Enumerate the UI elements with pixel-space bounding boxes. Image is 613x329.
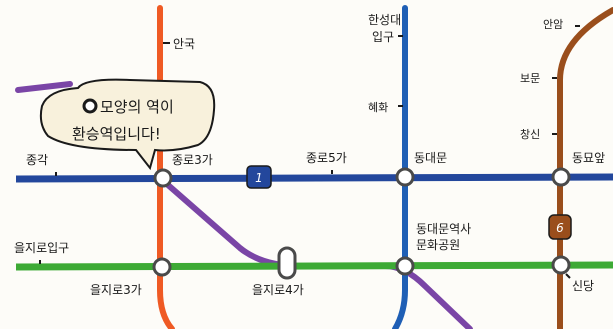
station-label-jongno3ga[interactable]: 종로3가: [172, 153, 213, 167]
line-1-badge-label: 1: [255, 171, 263, 185]
station-label-hansungdae-1[interactable]: 한성대: [368, 13, 401, 27]
station-ticks: [39, 25, 580, 279]
station-label-anguk[interactable]: 안국: [173, 37, 195, 51]
euljiro4ga-station-marker[interactable]: [277, 246, 297, 280]
station-label-euljiro4ga[interactable]: 을지로4가: [252, 283, 304, 297]
station-label-dongdaemun[interactable]: 동대문: [414, 151, 447, 165]
line-6-route[interactable]: [557, 7, 613, 329]
sindang-station-marker[interactable]: [551, 255, 571, 275]
station-ring-icon: [82, 98, 98, 114]
station-markers: [152, 167, 571, 280]
dongdaemun-station-marker[interactable]: [395, 167, 415, 187]
station-label-euljiro3ga[interactable]: 을지로3가: [90, 283, 142, 297]
station-label-anam[interactable]: 안암: [543, 18, 563, 31]
station-label-jonggak[interactable]: 종각: [26, 153, 48, 167]
station-label-hansungdae-2[interactable]: 입구: [372, 30, 394, 44]
route-lines: [15, 5, 613, 329]
bubble-text-line2: 환승역입니다!: [72, 125, 161, 143]
line-3-route[interactable]: [157, 5, 175, 329]
station-label-dongmyo[interactable]: 동묘앞: [572, 151, 605, 165]
line-1-badge[interactable]: 1: [246, 165, 272, 189]
station-labels: 안국 한성대 입구 혜화 안암 보문 창신 종각 종로3가 종로5가 동대문 동…: [14, 13, 605, 297]
station-label-euljiro-ipgu[interactable]: 을지로입구: [14, 241, 69, 255]
sindang-tick: [565, 273, 571, 279]
station-label-hyehwa[interactable]: 혜화: [368, 101, 388, 114]
euljiro3ga-station-marker[interactable]: [152, 257, 172, 277]
dongmyo-station-marker[interactable]: [551, 167, 571, 187]
line-5-route[interactable]: [157, 175, 473, 329]
station-label-changsin[interactable]: 창신: [520, 128, 540, 141]
line-6-badge[interactable]: 6: [548, 214, 572, 240]
line-5-route-west[interactable]: [15, 81, 73, 93]
bubble-text-line1: 모양의 역이: [100, 98, 174, 116]
line-2-route[interactable]: [15, 261, 613, 271]
jongno3ga-station-marker[interactable]: [153, 168, 173, 188]
station-label-bomun[interactable]: 보문: [520, 72, 540, 85]
station-label-ddp-2[interactable]: 문화공원: [416, 238, 460, 252]
station-label-sindang[interactable]: 신당: [572, 279, 594, 293]
line-1-route[interactable]: [15, 173, 613, 183]
speech-bubble: 모양의 역이 환승역입니다!: [39, 78, 216, 171]
station-label-ddp-1[interactable]: 동대문역사: [416, 222, 471, 236]
station-label-jongno5ga[interactable]: 종로5가: [306, 151, 347, 165]
ddp-station-marker[interactable]: [395, 256, 415, 276]
line-6-badge-label: 6: [556, 221, 564, 235]
line-4-route[interactable]: [392, 5, 408, 329]
